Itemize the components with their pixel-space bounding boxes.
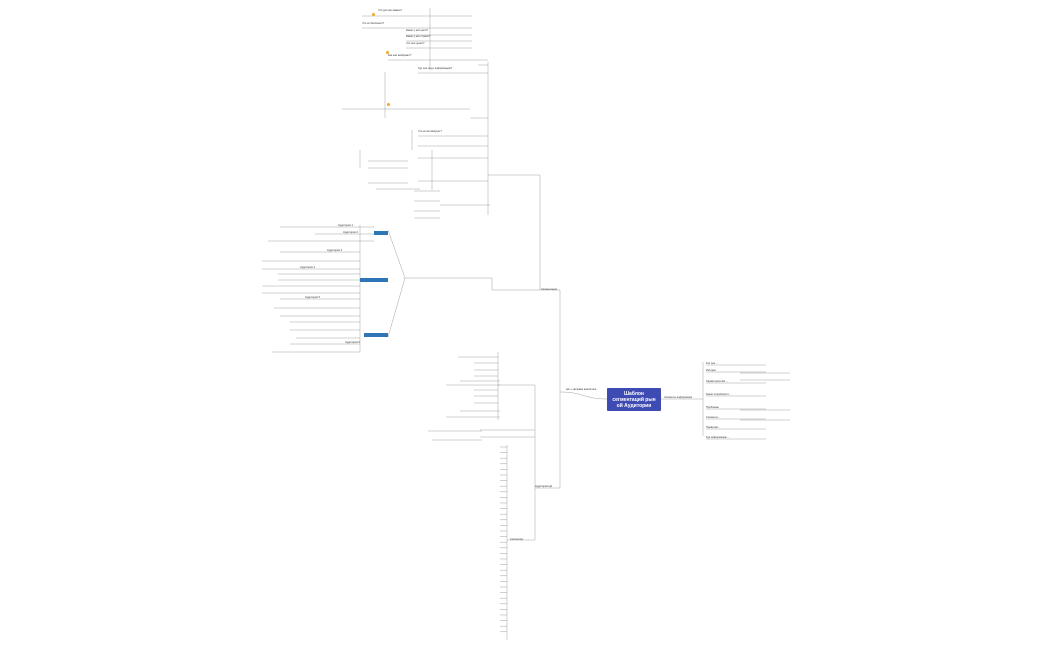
branch-left-main[interactable]: ЦА + Целевая аналитика xyxy=(566,388,597,391)
segment-label[interactable]: Аудитория 4 xyxy=(300,266,315,269)
question-label[interactable]: Что они ценят? xyxy=(406,42,425,45)
section-audience[interactable]: Аудитория ЦА xyxy=(535,485,553,488)
right-item-label[interactable]: Какие потребности ... xyxy=(706,393,732,396)
question-label[interactable]: Какие у них цели? xyxy=(406,29,428,32)
right-item-label[interactable]: Привычки ... xyxy=(706,426,721,429)
bullet-icon xyxy=(372,13,375,16)
connector-line xyxy=(387,229,406,279)
root-topic[interactable]: Шаблон сегментаций рын ой Аудитории xyxy=(607,388,661,411)
segment-label[interactable]: Аудитория 5 xyxy=(305,296,320,299)
segment-label[interactable]: Аудитория 6 xyxy=(345,341,360,344)
right-item-label[interactable]: Характеристики ... xyxy=(706,380,729,383)
question-label[interactable]: Что их беспокоит? xyxy=(362,22,385,25)
bullet-icon xyxy=(387,103,390,106)
segment-header-1[interactable] xyxy=(374,231,388,235)
segment-label[interactable]: Аудитория 1 xyxy=(338,224,353,227)
question-label[interactable]: Какие у них страхи? xyxy=(406,35,431,38)
segment-label[interactable]: Аудитория 3 xyxy=(327,249,342,252)
right-item-label[interactable]: Кто они ... xyxy=(706,362,719,365)
root-line-3: ой Аудитории xyxy=(616,402,652,409)
question-label[interactable]: Где они ищут информацию? xyxy=(418,67,453,70)
right-item-label[interactable]: Проблемы xyxy=(706,406,719,409)
question-label[interactable]: Что для них важно? xyxy=(378,9,402,12)
root-line-1: Шаблон xyxy=(624,390,644,397)
segment-label[interactable]: Аудитория 2 xyxy=(343,231,358,234)
question-label[interactable]: Как они выбирают? xyxy=(388,54,412,57)
bullet-icon xyxy=(386,51,389,54)
segment-header-2[interactable] xyxy=(360,278,388,282)
right-item-label[interactable]: Интерес xyxy=(706,369,717,372)
section-segmentation[interactable]: Сегментация xyxy=(541,288,557,291)
branch-right-main[interactable]: Сегменты информации xyxy=(664,396,693,399)
right-item-label[interactable]: Сегменты ... xyxy=(706,416,721,419)
connector-curve xyxy=(559,391,608,400)
question-label[interactable]: Что их мотивирует? xyxy=(418,130,442,133)
right-item-label[interactable]: Где информацию ... xyxy=(706,436,730,439)
root-line-2: сегментаций рын xyxy=(612,396,656,403)
bottom-list-header[interactable]: Список ЦА xyxy=(510,538,523,541)
connector-line xyxy=(387,277,406,338)
segment-header-3[interactable] xyxy=(364,333,388,337)
